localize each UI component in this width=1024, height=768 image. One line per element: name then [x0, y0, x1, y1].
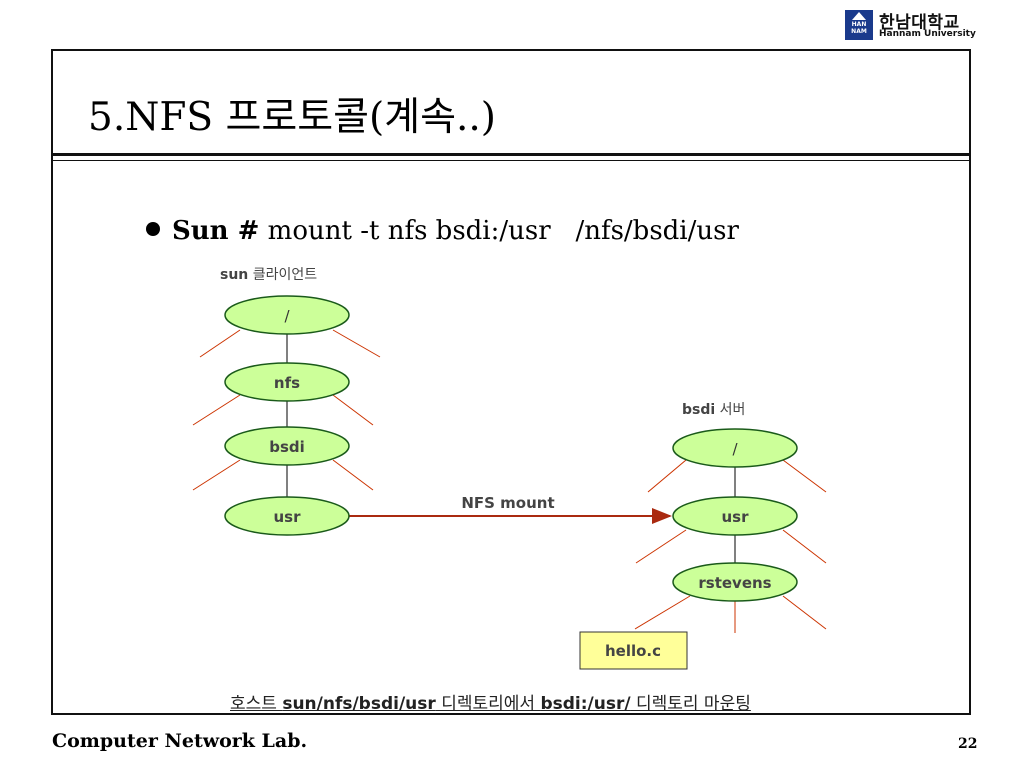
title-separator-thick — [53, 153, 969, 156]
client-node-root: / — [224, 295, 350, 335]
server-node-rstevens: rstevens — [672, 562, 798, 602]
bullet-command: Sun # mount -t nfs bsdi:/usr /nfs/bsdi/u… — [146, 216, 739, 246]
server-tree-branches — [634, 459, 827, 633]
logo-english-name: Hannam University — [879, 29, 976, 39]
client-label: sun 클라이언트 — [220, 267, 317, 283]
caption-part5: 디렉토리 마운팅 — [630, 694, 751, 714]
logo-korean-name: 한남대학교 — [879, 13, 960, 33]
server-label: bsdi 서버 — [682, 402, 745, 418]
file-hello-c-label: hello.c — [605, 642, 661, 660]
server-node-usr-label: usr — [721, 508, 749, 526]
server-node-root-label: / — [732, 440, 738, 458]
client-label-host: sun — [220, 267, 248, 283]
server-node-usr: usr — [672, 496, 798, 536]
bullet-prompt: Sun # — [172, 216, 260, 246]
bullet-command-text: mount -t nfs bsdi:/usr /nfs/bsdi/usr — [259, 216, 739, 246]
slide-frame — [51, 49, 971, 715]
page-number: 22 — [958, 736, 978, 752]
client-tree-branches — [192, 329, 381, 491]
server-node-rstevens-label: rstevens — [698, 574, 771, 592]
nfs-mount-label: NFS mount — [461, 494, 554, 512]
client-node-nfs-label: nfs — [274, 374, 300, 392]
client-node-root-label: / — [284, 307, 290, 325]
server-label-host: bsdi — [682, 402, 715, 418]
client-node-bsdi-label: bsdi — [269, 438, 305, 456]
footer-lab-name: Computer Network Lab. — [52, 730, 308, 752]
file-hello-c: hello.c — [579, 631, 688, 670]
server-node-root: / — [672, 428, 798, 468]
caption-part3: 디렉토리에서 — [435, 694, 541, 714]
server-label-role: 서버 — [715, 402, 745, 418]
caption-part2: sun/nfs/bsdi/usr — [282, 694, 436, 714]
client-node-nfs: nfs — [224, 362, 350, 402]
slide-title: 5.NFS 프로토콜(계속..) — [88, 95, 497, 140]
client-node-usr-label: usr — [273, 508, 301, 526]
caption-part1: 호스트 — [230, 694, 283, 714]
diagram-caption: 호스트 sun/nfs/bsdi/usr 디렉토리에서 bsdi:/usr/ 디… — [230, 689, 751, 714]
client-node-usr: usr — [224, 496, 350, 536]
caption-part4: bsdi:/usr/ — [540, 694, 631, 714]
title-separator-thin — [53, 160, 969, 161]
bullet-dot-icon — [146, 222, 160, 236]
client-node-bsdi: bsdi — [224, 426, 350, 466]
client-label-role: 클라이언트 — [248, 267, 317, 283]
